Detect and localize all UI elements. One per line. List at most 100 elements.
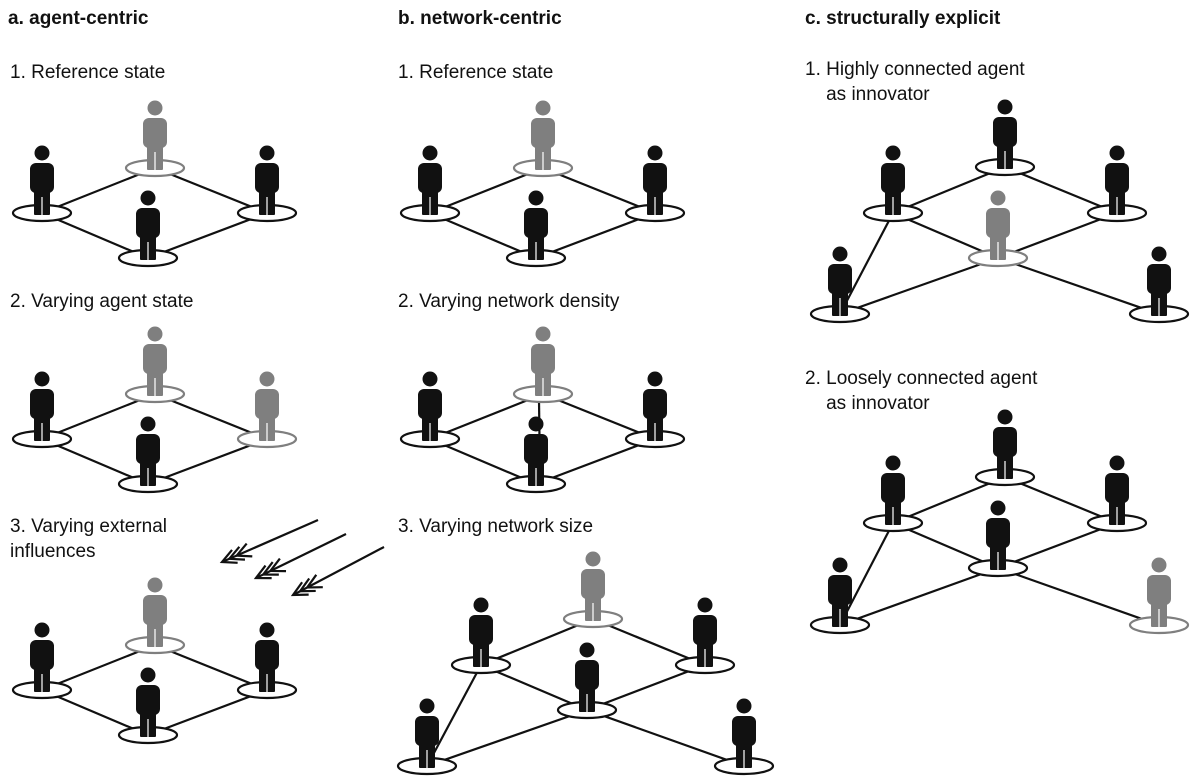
edge-line [154,643,268,692]
edge-line [586,708,745,768]
person-icon [993,409,1017,479]
b2-agent-top [512,326,574,404]
person-icon [143,100,167,170]
b2-agent-left [399,371,461,449]
person-icon [524,190,548,260]
person-icon [1147,246,1171,316]
person-icon [643,371,667,441]
person-icon [581,551,605,621]
edge-line [839,566,999,627]
edge-line [147,437,268,486]
edge-line [426,708,588,768]
c2-agent-far-left [809,557,871,635]
edge-line [426,664,482,767]
c2-agent-far-right [1128,557,1190,635]
external-influence-arrows [219,518,385,597]
b1-agent-right [624,145,686,223]
edge-line [535,211,656,260]
edge-line [154,392,268,441]
edge-line [147,688,268,737]
influence-arrow-icon [253,533,347,580]
edge-line [839,256,999,316]
person-icon [418,371,442,441]
edge-line [997,566,1160,627]
person-icon [643,145,667,215]
a3-agent-bottom [117,667,179,745]
c1-agent-far-right [1128,246,1190,324]
b2-agent-bottom [505,416,567,494]
edge-line [41,211,149,260]
panel-a3-label: 3. Varying external influences [10,516,168,562]
person-icon [30,371,54,441]
person-icon [828,557,852,627]
edge-line [41,688,149,737]
column-title-structurally-explicit: c. structurally explicit [805,8,1001,29]
panel-b1-label: 1. Reference state [398,62,554,83]
edge-line [892,475,1006,525]
person-icon [881,145,905,215]
person-icon [255,622,279,692]
a3-agent-top [124,577,186,655]
person-icon [469,597,493,667]
person-icon [1147,557,1171,627]
panel-c2-label: 2. Loosely connected agent as innovator [805,368,1038,414]
edge-line [892,165,1006,215]
edge-line [1004,475,1118,525]
a1-agent-top [124,100,186,178]
influence-arrow-icon [290,546,385,597]
person-icon [986,500,1010,570]
a3-agent-right [236,622,298,700]
edge-line [1004,165,1118,215]
person-icon [575,642,599,712]
c2-agent-right [1086,455,1148,533]
b3-agent-middle [556,642,618,720]
edge-line [41,437,149,486]
edge-line [997,521,1118,570]
person-icon [1105,145,1129,215]
c2-agent-left [862,455,924,533]
b3-agent-top [562,551,624,629]
b1-agent-left [399,145,461,223]
influence-arrow-icon [219,518,319,564]
panel-a2-label: 2. Varying agent state [10,291,194,312]
edge-line [839,522,894,626]
b1-agent-bottom [505,190,567,268]
edge-line [147,211,268,260]
b1-agent-top [512,100,574,178]
person-icon [1105,455,1129,525]
edge-line [429,211,537,260]
a3-agent-left [11,622,73,700]
a2-agent-left [11,371,73,449]
panel-c1-label: 1. Highly connected agent as innovator [805,59,1025,105]
a1-agent-left [11,145,73,223]
a1-agent-right [236,145,298,223]
edge-line [480,617,594,667]
c1-agent-top [974,99,1036,177]
c1-agent-right [1086,145,1148,223]
a2-agent-bottom [117,416,179,494]
edge-line [997,211,1118,260]
person-icon [828,246,852,316]
edge-line [542,166,656,215]
person-icon [993,99,1017,169]
edge-line [41,166,156,215]
column-title-network-centric: b. network-centric [398,8,562,29]
c1-agent-left [862,145,924,223]
person-icon [524,416,548,486]
person-icon [418,145,442,215]
person-icon [531,326,555,396]
edge-line [542,392,656,441]
person-icon [732,698,756,768]
edge-line [997,256,1160,316]
person-icon [136,416,160,486]
a2-agent-right [236,371,298,449]
edge-line [592,617,706,667]
c1-agent-far-left [809,246,871,324]
panel-b2-label: 2. Varying network density [398,291,620,312]
person-icon [693,597,717,667]
person-icon [881,455,905,525]
person-icon [531,100,555,170]
person-icon [415,698,439,768]
edge-line [429,437,537,486]
person-icon [255,371,279,441]
